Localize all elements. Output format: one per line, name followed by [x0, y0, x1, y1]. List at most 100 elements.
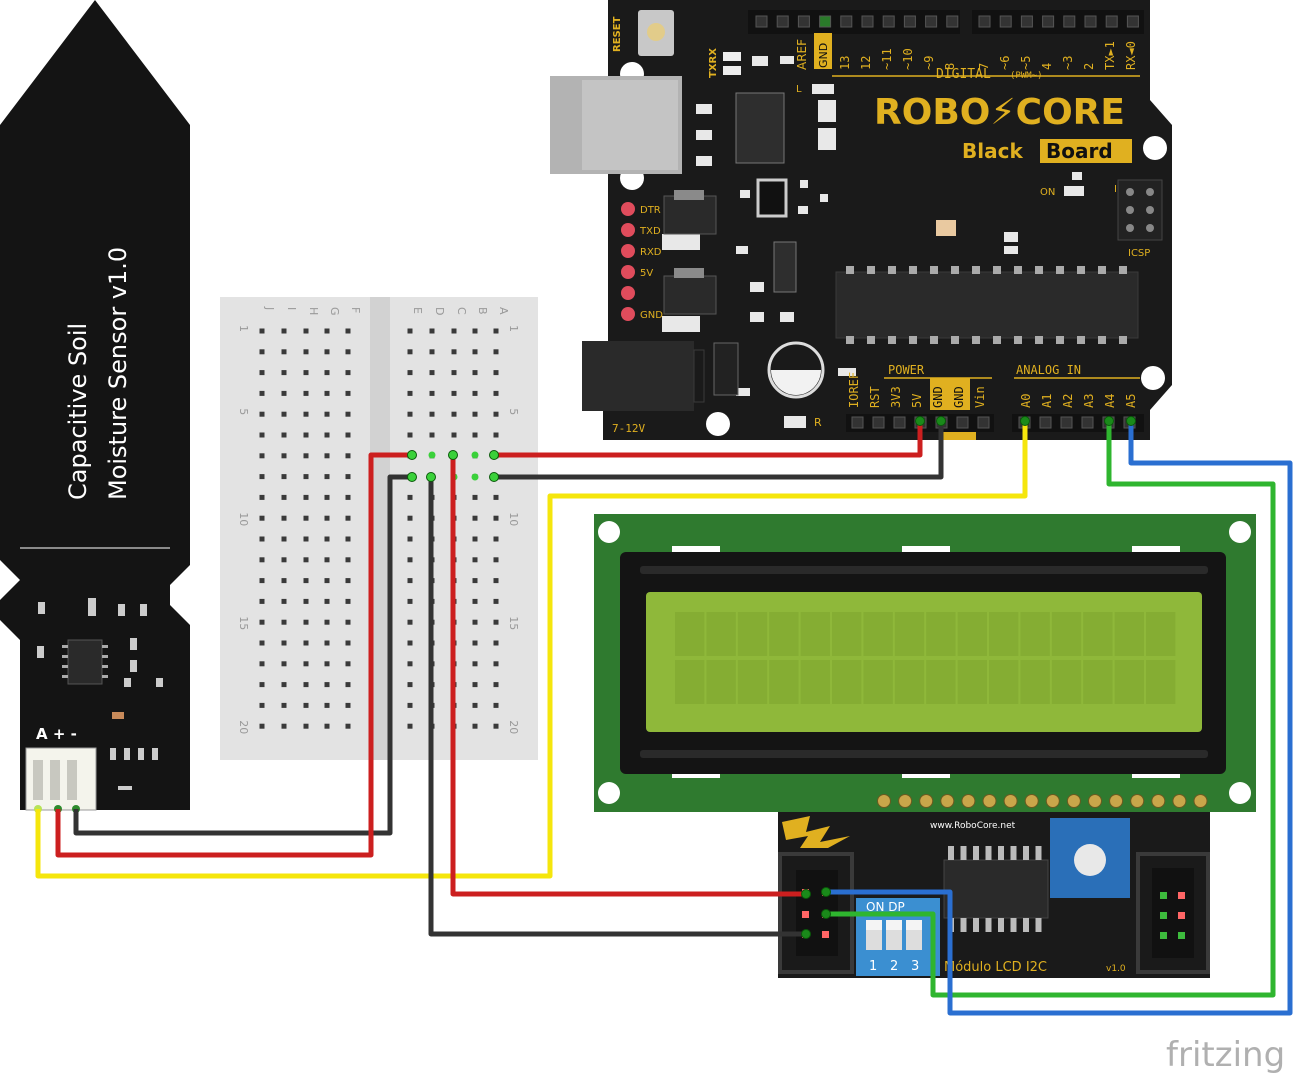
breadboard-hole[interactable]	[281, 536, 287, 542]
breadboard-hole[interactable]	[493, 619, 499, 625]
breadboard-hole[interactable]	[281, 661, 287, 667]
breadboard-hole[interactable]	[345, 702, 351, 708]
power-pin-socket[interactable]	[956, 416, 969, 429]
breadboard-hole[interactable]	[324, 349, 330, 355]
breadboard-hole[interactable]	[324, 432, 330, 438]
breadboard-hole[interactable]	[303, 328, 309, 334]
analog-pin-socket[interactable]	[1060, 416, 1073, 429]
digital-pin-socket[interactable]	[1042, 15, 1055, 28]
wire-endpoint[interactable]	[426, 472, 436, 482]
breadboard-hole[interactable]	[324, 370, 330, 376]
breadboard-hole[interactable]	[281, 390, 287, 396]
breadboard-hole-active[interactable]	[471, 451, 479, 459]
wire-lcd-vcc[interactable]	[450, 455, 806, 897]
breadboard-hole[interactable]	[259, 328, 265, 334]
breadboard-hole[interactable]	[472, 702, 478, 708]
breadboard-hole[interactable]	[324, 682, 330, 688]
wire-sda-a4[interactable]	[826, 420, 1276, 998]
digital-pin-socket[interactable]	[797, 15, 810, 28]
lcd-pin[interactable]	[1151, 794, 1166, 808]
breadboard-hole[interactable]	[259, 370, 265, 376]
breadboard-hole[interactable]	[493, 494, 499, 500]
breadboard-hole[interactable]	[324, 661, 330, 667]
reset-button-cap[interactable]	[647, 23, 665, 41]
power-pin-socket[interactable]	[977, 416, 990, 429]
breadboard-hole[interactable]	[345, 536, 351, 542]
digital-pin-socket[interactable]	[1084, 15, 1097, 28]
breadboard-hole[interactable]	[493, 515, 499, 521]
breadboard-hole[interactable]	[345, 557, 351, 563]
breadboard-hole[interactable]	[407, 682, 413, 688]
breadboard-hole[interactable]	[472, 661, 478, 667]
breadboard-hole[interactable]	[407, 661, 413, 667]
breadboard-hole[interactable]	[407, 494, 413, 500]
wire-endpoint[interactable]	[1020, 416, 1030, 426]
breadboard-hole[interactable]	[451, 390, 457, 396]
analog-pin-socket[interactable]	[1081, 416, 1094, 429]
breadboard-hole[interactable]	[281, 578, 287, 584]
breadboard-hole[interactable]	[259, 578, 265, 584]
breadboard-hole[interactable]	[345, 682, 351, 688]
breadboard-hole[interactable]	[303, 474, 309, 480]
breadboard-hole[interactable]	[345, 723, 351, 729]
wire-endpoint[interactable]	[801, 929, 811, 939]
breadboard-hole[interactable]	[281, 432, 287, 438]
breadboard-hole[interactable]	[303, 390, 309, 396]
breadboard-hole[interactable]	[324, 536, 330, 542]
breadboard-hole[interactable]	[493, 557, 499, 563]
breadboard-hole[interactable]	[472, 515, 478, 521]
breadboard-hole[interactable]	[493, 536, 499, 542]
breadboard-hole[interactable]	[451, 411, 457, 417]
potentiometer-knob[interactable]	[1074, 844, 1106, 876]
wire-5v-to-breadboard[interactable]	[494, 420, 923, 458]
breadboard-hole[interactable]	[407, 578, 413, 584]
breadboard-hole[interactable]	[324, 640, 330, 646]
breadboard-hole[interactable]	[324, 411, 330, 417]
breadboard-hole[interactable]	[472, 390, 478, 396]
breadboard-hole[interactable]	[324, 578, 330, 584]
breadboard-hole[interactable]	[303, 578, 309, 584]
wire-scl-a5[interactable]	[826, 420, 1293, 1016]
breadboard-hole[interactable]	[324, 390, 330, 396]
breadboard-hole[interactable]	[407, 723, 413, 729]
breadboard-hole[interactable]	[303, 723, 309, 729]
lcd-pin[interactable]	[1024, 794, 1039, 808]
breadboard-hole[interactable]	[345, 515, 351, 521]
breadboard-hole[interactable]	[259, 640, 265, 646]
breadboard-hole[interactable]	[259, 349, 265, 355]
breadboard-hole[interactable]	[303, 661, 309, 667]
breadboard-hole[interactable]	[281, 723, 287, 729]
wire-endpoint[interactable]	[407, 450, 417, 460]
breadboard-hole[interactable]	[303, 640, 309, 646]
breadboard-hole[interactable]	[493, 578, 499, 584]
lcd-pin[interactable]	[877, 794, 891, 808]
breadboard-hole[interactable]	[345, 619, 351, 625]
lcd-pin[interactable]	[940, 794, 955, 808]
breadboard-hole[interactable]	[303, 432, 309, 438]
wire-lcd-gnd[interactable]	[428, 477, 806, 937]
wire-endpoint[interactable]	[1104, 416, 1114, 426]
digital-pin-socket[interactable]	[819, 15, 832, 28]
breadboard-hole[interactable]	[281, 557, 287, 563]
breadboard-hole[interactable]	[407, 536, 413, 542]
digital-pin-socket[interactable]	[903, 15, 916, 28]
breadboard-hole[interactable]	[472, 640, 478, 646]
breadboard-hole[interactable]	[493, 640, 499, 646]
breadboard-hole[interactable]	[281, 453, 287, 459]
breadboard-hole[interactable]	[407, 370, 413, 376]
breadboard-hole[interactable]	[407, 328, 413, 334]
breadboard-hole[interactable]	[451, 349, 457, 355]
breadboard-hole[interactable]	[429, 349, 435, 355]
breadboard-hole[interactable]	[281, 349, 287, 355]
breadboard-hole[interactable]	[472, 328, 478, 334]
breadboard-hole[interactable]	[281, 370, 287, 376]
breadboard-hole[interactable]	[429, 432, 435, 438]
breadboard-hole[interactable]	[472, 598, 478, 604]
lcd-pin[interactable]	[1172, 794, 1187, 808]
breadboard-hole[interactable]	[303, 370, 309, 376]
breadboard-hole[interactable]	[259, 453, 265, 459]
breadboard-hole[interactable]	[259, 723, 265, 729]
wire-endpoint[interactable]	[821, 887, 831, 897]
breadboard-hole[interactable]	[281, 515, 287, 521]
breadboard-hole[interactable]	[407, 619, 413, 625]
